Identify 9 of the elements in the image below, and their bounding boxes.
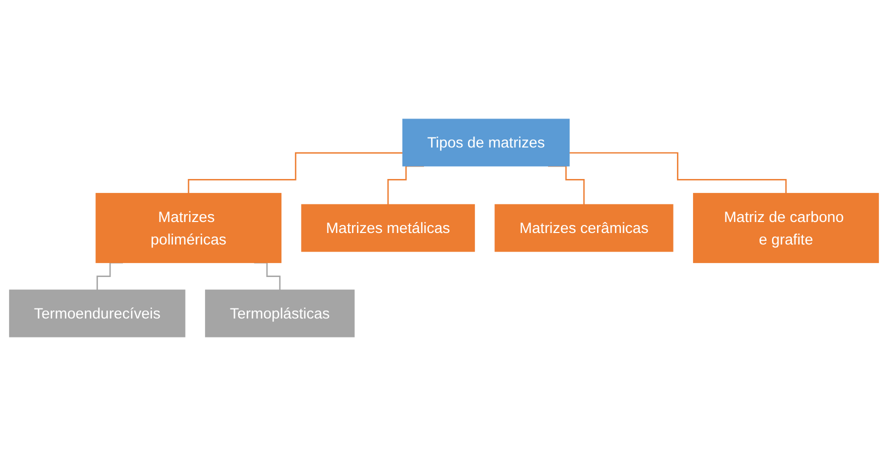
node-box: Tipos de matrizes (402, 118, 570, 166)
node-box: Matrizes metálicas (301, 204, 475, 252)
node-box: Matriz de carbono e grafite (693, 192, 879, 264)
node-box: Termoplásticas (205, 290, 355, 338)
node-box: Termoendurecíveis (9, 290, 186, 338)
node-box: Matrizes poliméricas (96, 192, 282, 264)
connector (569, 152, 787, 194)
node-box: Matrizes cerâmicas (494, 204, 674, 252)
connector (188, 152, 403, 194)
